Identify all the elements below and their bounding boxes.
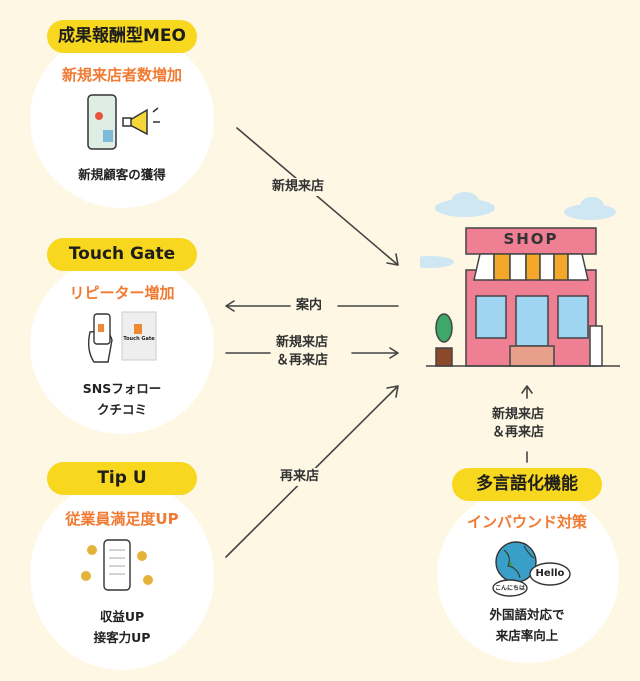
- arrow-touchgate-to-shop: [225, 347, 399, 359]
- arrow-shop-to-touchgate: [225, 300, 399, 312]
- multilang-headline: インバウンド対策: [466, 513, 587, 531]
- desc-line: 外国語対応で: [489, 607, 565, 622]
- bubble-hello: Hello: [535, 568, 565, 579]
- multilang-badge: 多言語化機能: [452, 468, 602, 501]
- shop-sign: SHOP: [503, 230, 559, 248]
- cloud-icon: [420, 256, 454, 268]
- hand-phone-card-icon: [87, 311, 157, 363]
- desc-line: 収益UP: [99, 609, 145, 624]
- desc-line: 新規顧客の獲得: [78, 167, 166, 182]
- bubble-konnichiwa: こんにちは: [494, 585, 525, 592]
- desc-line: クチコミ: [96, 402, 147, 417]
- shop-illustration: [420, 192, 620, 367]
- label-guide: 案内: [292, 297, 327, 315]
- label-line: ＆再来店: [492, 425, 545, 440]
- desc-line: 接客力UP: [93, 630, 151, 645]
- meo-headline: 新規来店者数増加: [61, 66, 182, 84]
- multilang-desc: 外国語対応で 来店率向上: [427, 604, 627, 646]
- touchgate-headline: リピーター増加: [69, 284, 175, 302]
- cloud-icon: [564, 197, 616, 220]
- tipu-headline: 従業員満足度UP: [65, 510, 179, 528]
- label-line: ＆再来店: [276, 353, 329, 368]
- phone-coins-icon: [81, 539, 153, 591]
- touchgate-desc: SNSフォロー クチコミ: [22, 378, 222, 420]
- label-repeat-visit: 再来店: [276, 468, 324, 486]
- cloud-icon: [435, 192, 495, 217]
- label-line: 新規来店: [492, 407, 545, 422]
- desc-line: SNSフォロー: [82, 381, 162, 396]
- desc-line: 来店率向上: [495, 628, 559, 643]
- meo-badge: 成果報酬型MEO: [47, 20, 197, 53]
- tipu-badge: Tip U: [47, 462, 197, 495]
- meo-circle: [30, 30, 214, 208]
- label-line: 新規来店: [276, 335, 329, 350]
- map-phone-megaphone-icon: [87, 94, 160, 150]
- touchgate-card-logo: Touch Gate: [123, 336, 155, 342]
- label-new-and-repeat-multilang: 新規来店 ＆再来店: [488, 406, 549, 442]
- touchgate-badge: Touch Gate: [47, 238, 197, 271]
- arrow-multilang-to-shop: [521, 385, 533, 463]
- globe-speech-icon: [492, 541, 571, 597]
- meo-desc: 新規顧客の獲得: [22, 164, 222, 185]
- label-new-visit: 新規来店: [268, 178, 329, 196]
- arrow-meo-to-shop: [236, 127, 399, 266]
- label-new-and-repeat: 新規来店 ＆再来店: [272, 334, 333, 370]
- tipu-desc: 収益UP 接客力UP: [22, 606, 222, 648]
